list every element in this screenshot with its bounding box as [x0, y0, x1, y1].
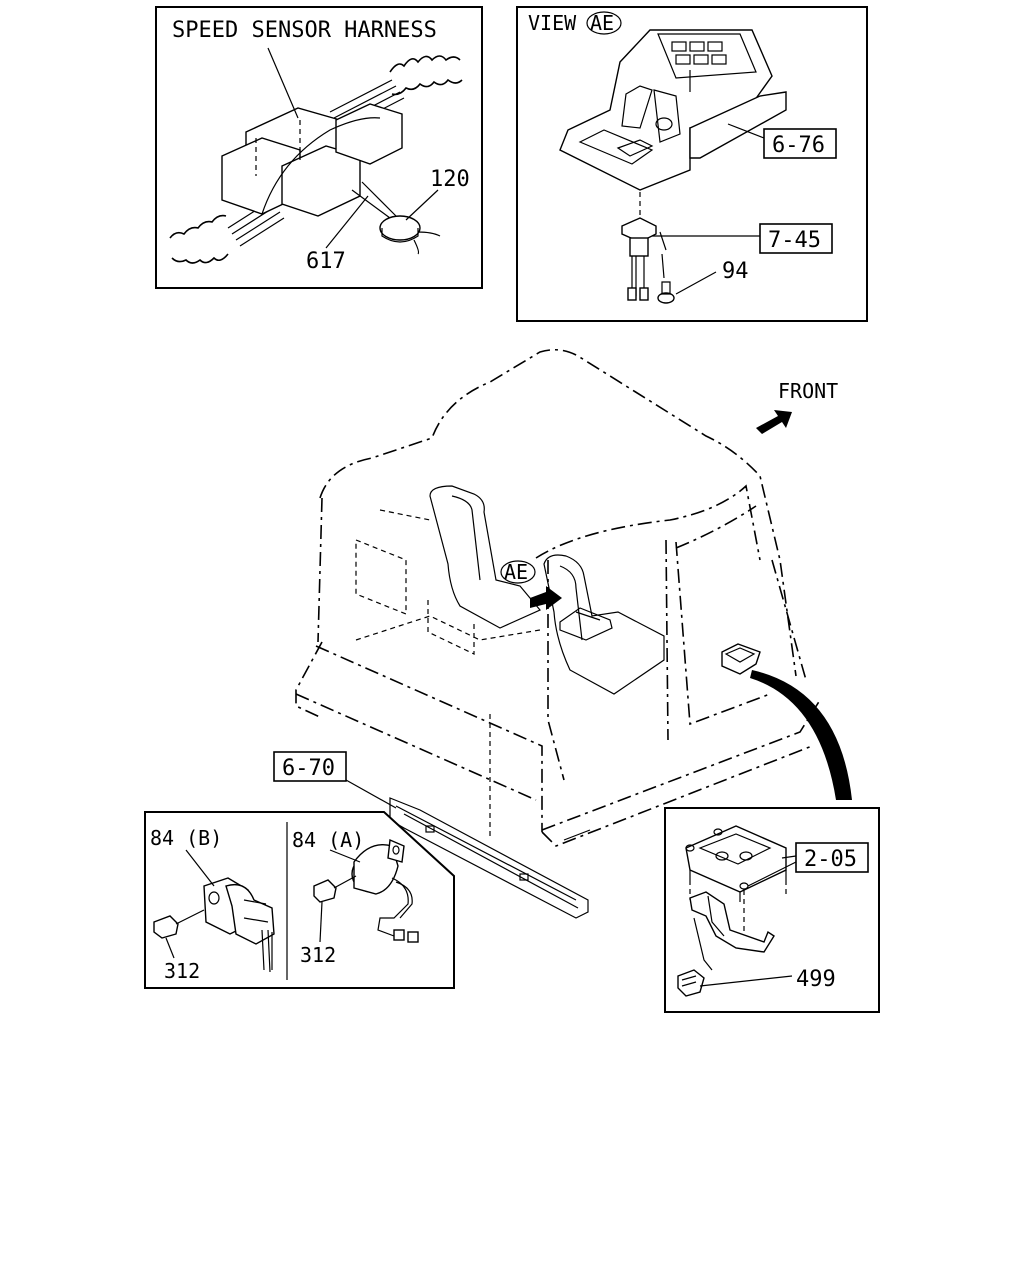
cab-view-marker-circle — [500, 560, 536, 584]
controller-panel: 2-05 499 — [664, 807, 880, 1013]
floor-ref-label: 6-70 — [282, 756, 335, 781]
sensor-b-part-label: 84 (B) — [150, 826, 222, 850]
sensor-120-label: 120 — [430, 167, 470, 192]
speed-sensor-panel-title: SPEED SENSOR HARNESS — [172, 18, 437, 43]
console-illustration — [559, 29, 787, 191]
cab-view-marker: AE — [504, 560, 528, 584]
view-panel-marker: AE — [590, 11, 614, 35]
view-panel-title: VIEW — [528, 11, 577, 35]
front-label: FRONT — [778, 379, 838, 403]
detail-callout-arrow — [750, 670, 852, 800]
harness-tube-illustration — [169, 55, 463, 264]
view-direction-arrow — [530, 586, 562, 610]
view-ae-panel: VIEW AE — [516, 6, 868, 322]
sensor-b-illustration — [153, 877, 275, 973]
front-arrow — [756, 410, 792, 434]
sensor-a-bolt-label: 312 — [300, 943, 336, 967]
controller-illustration — [677, 825, 787, 997]
sensor-b-bolt-label: 312 — [164, 959, 200, 983]
cab-illustration: AE FRONT 6-70 — [273, 348, 852, 919]
view-marker-circle — [586, 11, 622, 35]
speed-sensor-harness-panel: SPEED SENSOR HARNESS 120 — [155, 6, 483, 289]
sensor-a-part-label: 84 (A) — [292, 828, 364, 852]
sensor-a-illustration — [313, 838, 419, 943]
part-499-label: 499 — [796, 967, 836, 992]
controller-ref-label: 2-05 — [804, 847, 857, 872]
console-ref-label: 6-76 — [772, 133, 825, 158]
sensor-84-panel: 84 (B) 84 (A) 312 312 — [144, 811, 455, 989]
switch-illustration — [621, 192, 675, 304]
switch-ref-label: 7-45 — [768, 228, 821, 253]
bolt-94-label: 94 — [722, 259, 749, 284]
harness-617-label: 617 — [306, 249, 346, 274]
